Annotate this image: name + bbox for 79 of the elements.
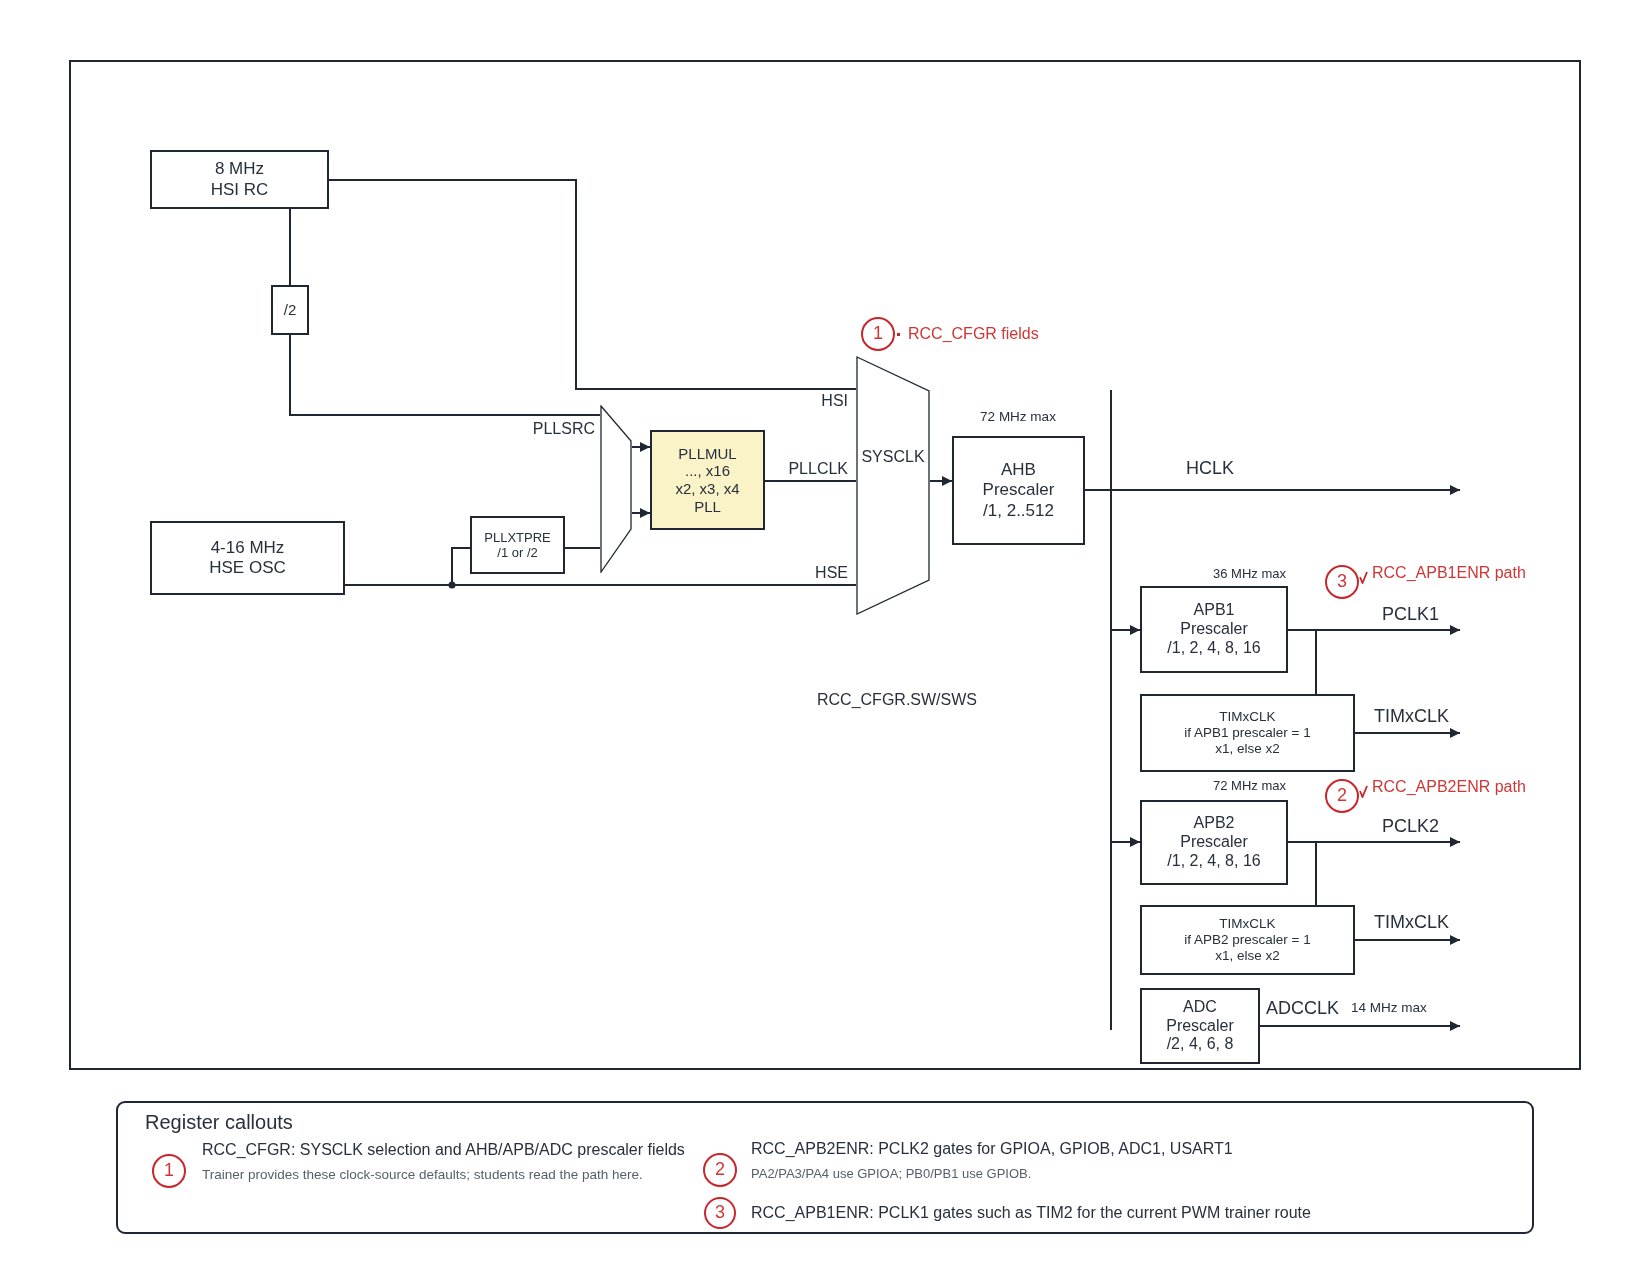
connector-line (289, 208, 291, 286)
prescaler-box (1140, 586, 1288, 673)
arrow (1259, 1021, 1461, 1031)
prescaler-label: AHB Prescaler (982, 460, 1055, 501)
callout-text: RCC_APB2ENR path (1372, 777, 1526, 797)
prescaler-box (1140, 988, 1260, 1064)
prescaler-label: /1, 2, 4, 8, 16 (1167, 851, 1261, 871)
callout-circle (703, 1153, 737, 1187)
connector-line (1287, 841, 1317, 906)
prescaler-label: /1, 2, 4, 8, 16 (1167, 638, 1261, 658)
callout-number: 2 (1337, 785, 1347, 807)
prescaler-label: /1, 2..512 (983, 500, 1054, 521)
pll-label: ..., x16 (685, 462, 730, 480)
connector-line (564, 547, 601, 549)
prescaler-label: /2, 4, 6, 8 (1166, 1035, 1234, 1055)
connector-line (764, 480, 857, 482)
oscillator-label: HSI RC (210, 179, 269, 200)
oscillator-label: 4-16 MHz (210, 537, 285, 558)
register-note: RCC_CFGR.SW/SWS (817, 690, 977, 710)
pll-box (650, 430, 765, 530)
divider-label: /2 (283, 301, 297, 319)
oscillator-label: 8 MHz (214, 159, 265, 180)
connector-line (328, 179, 857, 390)
arrow (1354, 935, 1461, 945)
arrow (631, 508, 651, 518)
callout-panel (116, 1101, 1534, 1234)
prescaler-label: ADC Prescaler (1166, 997, 1234, 1036)
callout-description: RCC_APB1ENR: PCLK1 gates such as TIM2 for the current PWM trainer route (751, 1203, 1311, 1223)
connector-line (1287, 629, 1317, 695)
callout-circle (704, 1197, 736, 1229)
pll-label: x2, x3, x4 (675, 480, 740, 498)
prescaler-label: /1 or /2 (497, 545, 538, 561)
timer-clock-box (1140, 905, 1355, 975)
prescaler-label: APB1 Prescaler (1180, 601, 1248, 639)
mux-label: PLLSRC (532, 419, 595, 439)
timer-clock-label: x1, else x2 (1215, 740, 1280, 757)
oscillator-box (150, 521, 345, 595)
mux-label: SYSCLK (861, 447, 925, 467)
pll-label: PLLMUL (678, 444, 737, 463)
callout-circle (152, 1154, 186, 1188)
timer-clock-box (1140, 694, 1355, 772)
prescaler-box (952, 436, 1085, 545)
timer-clock-label: if APB2 prescaler = 1 (1184, 932, 1311, 948)
callout-text: RCC_CFGR fields (908, 324, 1039, 344)
timer-clock-label: TIMxCLK (1219, 709, 1276, 726)
callout-number: 3 (715, 1202, 725, 1224)
oscillator-box (150, 150, 329, 209)
timer-clock-label: TIMxCLK (1219, 916, 1276, 933)
callout-number: 1 (873, 323, 883, 345)
connector-line (289, 334, 601, 416)
prescaler-label: PLLXTPRE (484, 529, 551, 545)
timer-clock-label: x1, else x2 (1215, 947, 1280, 964)
multiplexer (600, 405, 632, 573)
frequency-note: 14 MHz max (1351, 1000, 1427, 1016)
prescaler-box (1140, 800, 1288, 885)
arrow (1354, 728, 1461, 738)
frequency-note: 72 MHz max (1213, 778, 1286, 794)
callout-number: 3 (1337, 571, 1347, 593)
frequency-note: 72 MHz max (980, 409, 1056, 425)
panel-heading: Register callouts (145, 1111, 293, 1135)
callout-circle (861, 317, 895, 351)
callout-circle (1325, 565, 1359, 599)
prescaler-box (470, 516, 565, 574)
callout-circle (1325, 779, 1359, 813)
callout-description: RCC_CFGR: SYSCLK selection and AHB/APB/ADC prescaler fields (202, 1140, 685, 1160)
timer-clock-label: if APB1 prescaler = 1 (1184, 725, 1311, 741)
callout-detail: PA2/PA3/PA4 use GPIOA; PB0/PB1 use GPIOB. (751, 1166, 1032, 1182)
frequency-note: 36 MHz max (1213, 566, 1286, 582)
callout-number: 1 (164, 1160, 174, 1182)
callout-number: 2 (715, 1159, 725, 1181)
arrow (929, 476, 953, 486)
callout-text: RCC_APB1ENR path (1372, 563, 1526, 583)
callout-description: RCC_APB2ENR: PCLK2 gates for GPIOA, GPIOB, ADC1, USART1 (751, 1139, 1233, 1159)
oscillator-label: HSE OSC (209, 558, 286, 579)
callout-detail: Trainer provides these clock-source defaults; students read the path here. (202, 1167, 643, 1183)
arrow (631, 442, 651, 452)
multiplexer (856, 356, 930, 615)
prescaler-label: APB2 Prescaler (1180, 814, 1248, 852)
pll-label: PLL (694, 497, 721, 516)
